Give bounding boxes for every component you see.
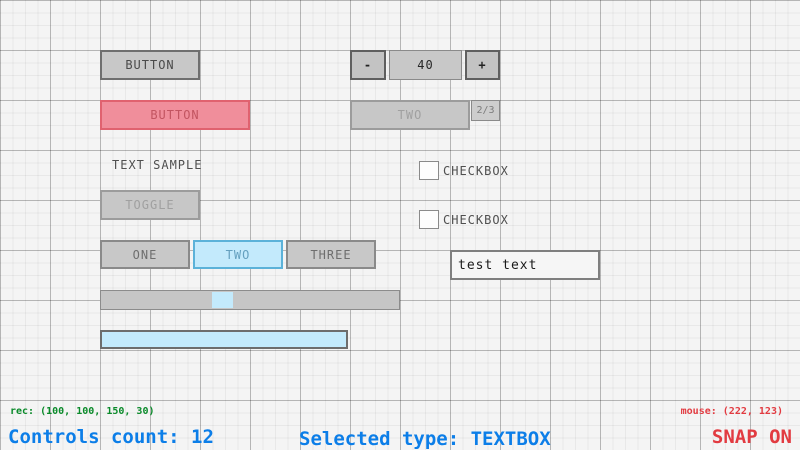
combobox-counter[interactable]: 2/3 xyxy=(471,100,500,121)
spinner-increase-button[interactable]: + xyxy=(465,50,500,80)
slider-control[interactable] xyxy=(100,290,400,310)
toggle-control[interactable]: TOGGLE xyxy=(100,190,200,220)
progress-bar-control[interactable] xyxy=(100,330,348,349)
checkbox-control-1[interactable]: CHECKBOX xyxy=(419,161,509,180)
mouse-position-status: mouse: (222, 123) xyxy=(680,406,783,417)
checkbox-label: CHECKBOX xyxy=(443,212,509,227)
checkbox-control-2[interactable]: CHECKBOX xyxy=(419,210,509,229)
checkbox-label: CHECKBOX xyxy=(443,163,509,178)
spinner-value[interactable]: 40 xyxy=(389,50,462,80)
toggle-group-item-one[interactable]: ONE xyxy=(100,240,190,269)
controls-count-status: Controls count: 12 xyxy=(8,426,214,448)
selected-rect-status: rec: (100, 100, 150, 30) xyxy=(10,406,155,417)
combobox-control[interactable]: TWO xyxy=(350,100,470,130)
text-sample-label: TEXT SAMPLE xyxy=(112,158,203,172)
button-control[interactable]: BUTTON xyxy=(100,50,200,80)
toggle-group-item-two-active[interactable]: TWO xyxy=(193,240,283,269)
snap-mode-status: SNAP ON xyxy=(711,426,792,448)
selected-button-control[interactable]: BUTTON xyxy=(100,100,250,130)
slider-thumb[interactable] xyxy=(212,292,233,308)
checkbox-box[interactable] xyxy=(419,210,439,229)
toggle-group-item-three[interactable]: THREE xyxy=(286,240,376,269)
selected-type-status: Selected type: TEXTBOX xyxy=(299,428,551,450)
checkbox-box[interactable] xyxy=(419,161,439,180)
textbox-control[interactable]: test text xyxy=(450,250,600,280)
spinner-decrease-button[interactable]: - xyxy=(350,50,386,80)
